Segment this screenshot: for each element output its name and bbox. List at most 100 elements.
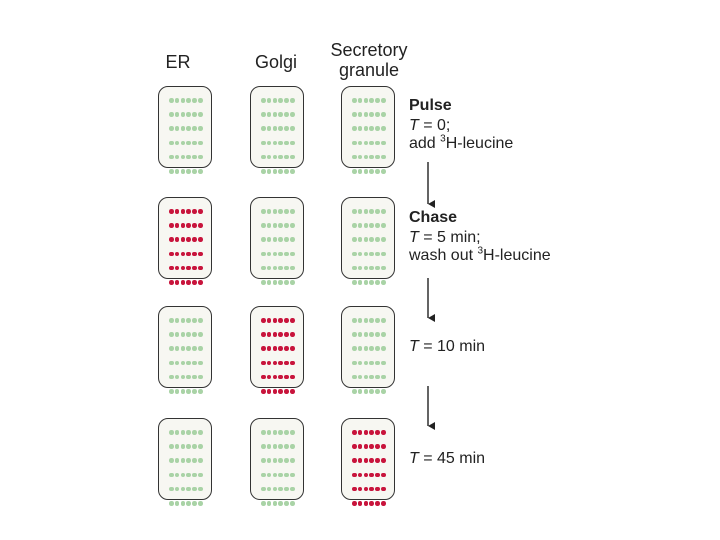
unlabeled-protein-dot <box>261 126 266 131</box>
unlabeled-protein-dot <box>180 154 186 160</box>
unlabeled-protein-dot <box>169 332 174 337</box>
time-variable: T <box>409 338 419 355</box>
unlabeled-protein-dot <box>261 209 266 214</box>
unlabeled-protein-dot <box>369 318 374 323</box>
unlabeled-protein-dot <box>174 318 180 323</box>
labeled-protein-dot <box>169 280 174 285</box>
unlabeled-protein-dot <box>278 140 283 146</box>
unlabeled-protein-dot <box>284 112 289 117</box>
unlabeled-protein-dot <box>261 472 266 478</box>
labeled-protein-dot <box>186 265 191 271</box>
unlabeled-protein-dot <box>380 140 386 146</box>
labeled-protein-dot <box>174 237 180 242</box>
unlabeled-protein-dot <box>352 209 357 214</box>
labeled-protein-dot <box>380 444 386 449</box>
unlabeled-protein-dot <box>174 486 180 492</box>
labeled-protein-dot <box>284 360 289 366</box>
unlabeled-protein-dot <box>197 332 203 337</box>
unlabeled-protein-dot <box>380 332 386 337</box>
labeled-protein-dot <box>284 389 289 394</box>
unlabeled-protein-dot <box>186 444 191 449</box>
unlabeled-protein-dot <box>169 318 174 323</box>
unlabeled-protein-row <box>169 458 203 464</box>
unlabeled-protein-dot <box>169 140 174 146</box>
unlabeled-protein-dot <box>375 280 380 285</box>
unlabeled-protein-dot <box>186 154 191 160</box>
labeled-protein-dot <box>375 430 380 435</box>
labeled-protein-dot <box>261 389 266 394</box>
unlabeled-protein-dot <box>278 472 283 478</box>
unlabeled-protein-row <box>169 389 203 395</box>
labeled-protein-row <box>352 472 386 479</box>
labeled-protein-dot <box>180 237 186 242</box>
unlabeled-protein-dot <box>186 98 191 103</box>
unlabeled-protein-dot <box>266 280 272 285</box>
labeled-protein-row <box>169 280 203 286</box>
unlabeled-protein-row <box>261 444 295 450</box>
unlabeled-protein-dot <box>375 237 380 242</box>
unlabeled-protein-dot <box>289 169 295 174</box>
unlabeled-protein-dot <box>197 374 203 380</box>
labeled-protein-dot <box>272 374 278 380</box>
unlabeled-protein-dot <box>197 389 203 394</box>
unlabeled-protein-dot <box>375 332 380 337</box>
unlabeled-protein-dot <box>169 112 174 117</box>
unlabeled-protein-dot <box>352 318 357 323</box>
unlabeled-protein-dot <box>375 112 380 117</box>
labeled-protein-dot <box>272 332 278 337</box>
labeled-protein-dot <box>357 472 363 478</box>
column-header-golgi: Golgi <box>246 52 306 72</box>
unlabeled-protein-dot <box>180 389 186 394</box>
labeled-protein-dot <box>352 458 357 463</box>
labeled-protein-dot <box>197 223 203 228</box>
unlabeled-protein-dot <box>197 154 203 160</box>
unlabeled-protein-dot <box>284 458 289 463</box>
unlabeled-protein-dot <box>192 332 197 337</box>
labeled-protein-dot <box>266 332 272 337</box>
labeled-protein-dot <box>289 360 295 366</box>
labeled-protein-row <box>352 501 386 507</box>
unlabeled-protein-dot <box>266 251 272 257</box>
unlabeled-protein-dot <box>272 237 278 242</box>
unlabeled-protein-dot <box>169 346 174 351</box>
unlabeled-protein-dot <box>186 346 191 351</box>
labeled-protein-dot <box>180 265 186 271</box>
unlabeled-protein-dot <box>369 112 374 117</box>
labeled-protein-dot <box>369 472 374 478</box>
unlabeled-protein-dot <box>180 486 186 492</box>
unlabeled-protein-dot <box>180 472 186 478</box>
unlabeled-protein-dot <box>261 265 266 271</box>
unlabeled-protein-dot <box>363 332 369 337</box>
unlabeled-protein-dot <box>266 112 272 117</box>
labeled-protein-dot <box>197 237 203 242</box>
unlabeled-protein-dot <box>197 346 203 351</box>
labeled-protein-row <box>352 444 386 450</box>
unlabeled-protein-dot <box>375 223 380 228</box>
labeled-protein-row <box>261 360 295 367</box>
unlabeled-protein-dot <box>369 346 374 351</box>
unlabeled-protein-dot <box>180 346 186 351</box>
unlabeled-protein-dot <box>369 280 374 285</box>
unlabeled-protein-dot <box>180 374 186 380</box>
unlabeled-protein-dot <box>272 265 278 271</box>
unlabeled-protein-dot <box>369 169 374 174</box>
unlabeled-protein-dot <box>357 154 363 160</box>
unlabeled-protein-dot <box>284 154 289 160</box>
labeled-protein-dot <box>380 486 386 492</box>
compartment-er <box>158 197 212 285</box>
unlabeled-protein-dot <box>284 140 289 146</box>
labeled-protein-dot <box>197 280 203 285</box>
unlabeled-protein-dot <box>174 458 180 463</box>
unlabeled-protein-row <box>352 154 386 161</box>
unlabeled-protein-dot <box>380 237 386 242</box>
unlabeled-protein-dot <box>272 169 278 174</box>
step-label-t10: T = 10 min <box>409 338 485 356</box>
unlabeled-protein-dot <box>272 209 278 214</box>
labeled-protein-dot <box>278 360 283 366</box>
unlabeled-protein-dot <box>272 112 278 117</box>
unlabeled-protein-dot <box>289 486 295 492</box>
labeled-protein-dot <box>357 430 363 435</box>
unlabeled-protein-dot <box>169 430 174 435</box>
unlabeled-protein-row <box>261 223 295 229</box>
